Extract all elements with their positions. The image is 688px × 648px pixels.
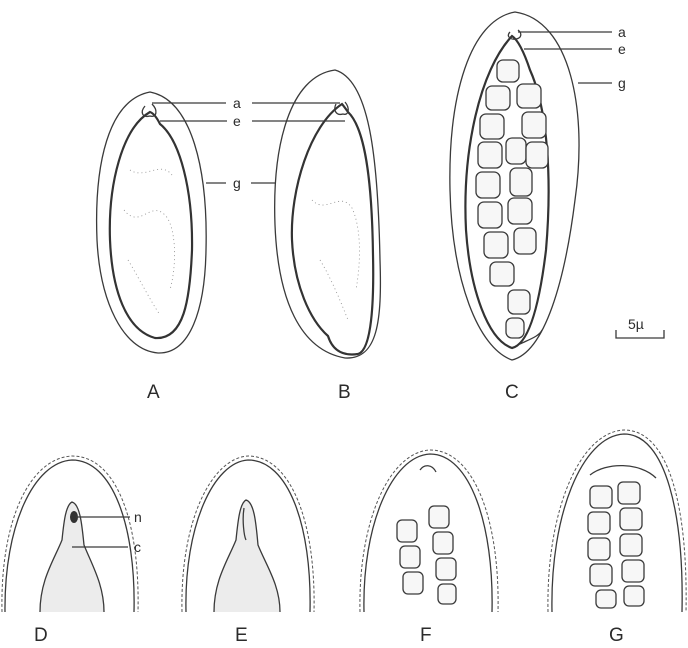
panel-c-spores: [476, 60, 548, 338]
callout-c-g: g: [618, 75, 626, 91]
callout-g: g: [233, 175, 241, 191]
panel-label-c: C: [505, 382, 519, 403]
panel-b-drawing: [275, 70, 381, 358]
panel-e-drawing: [182, 456, 314, 612]
callout-c: c: [134, 539, 141, 555]
callout-c-a: a: [618, 24, 626, 40]
panel-g-drawing: [548, 430, 686, 612]
panel-label-e: E: [235, 625, 248, 646]
callout-a: a: [233, 95, 241, 111]
panel-label-b: B: [338, 382, 351, 403]
panel-g-spores: [588, 482, 644, 608]
scale-bar-label: 5µ: [628, 316, 644, 332]
callout-c-e: e: [618, 41, 626, 57]
panel-label-f: F: [420, 625, 432, 646]
panel-a-drawing: [97, 92, 207, 353]
panel-f-spores: [397, 506, 456, 604]
panel-c-drawing: [450, 12, 579, 360]
panel-label-a: A: [147, 382, 160, 403]
panel-f-drawing: [360, 450, 498, 612]
panel-label-g: G: [609, 625, 624, 646]
callout-e: e: [233, 113, 241, 129]
panel-d-drawing: [2, 456, 138, 612]
panel-label-d: D: [34, 625, 48, 646]
callout-n: n: [134, 509, 142, 525]
